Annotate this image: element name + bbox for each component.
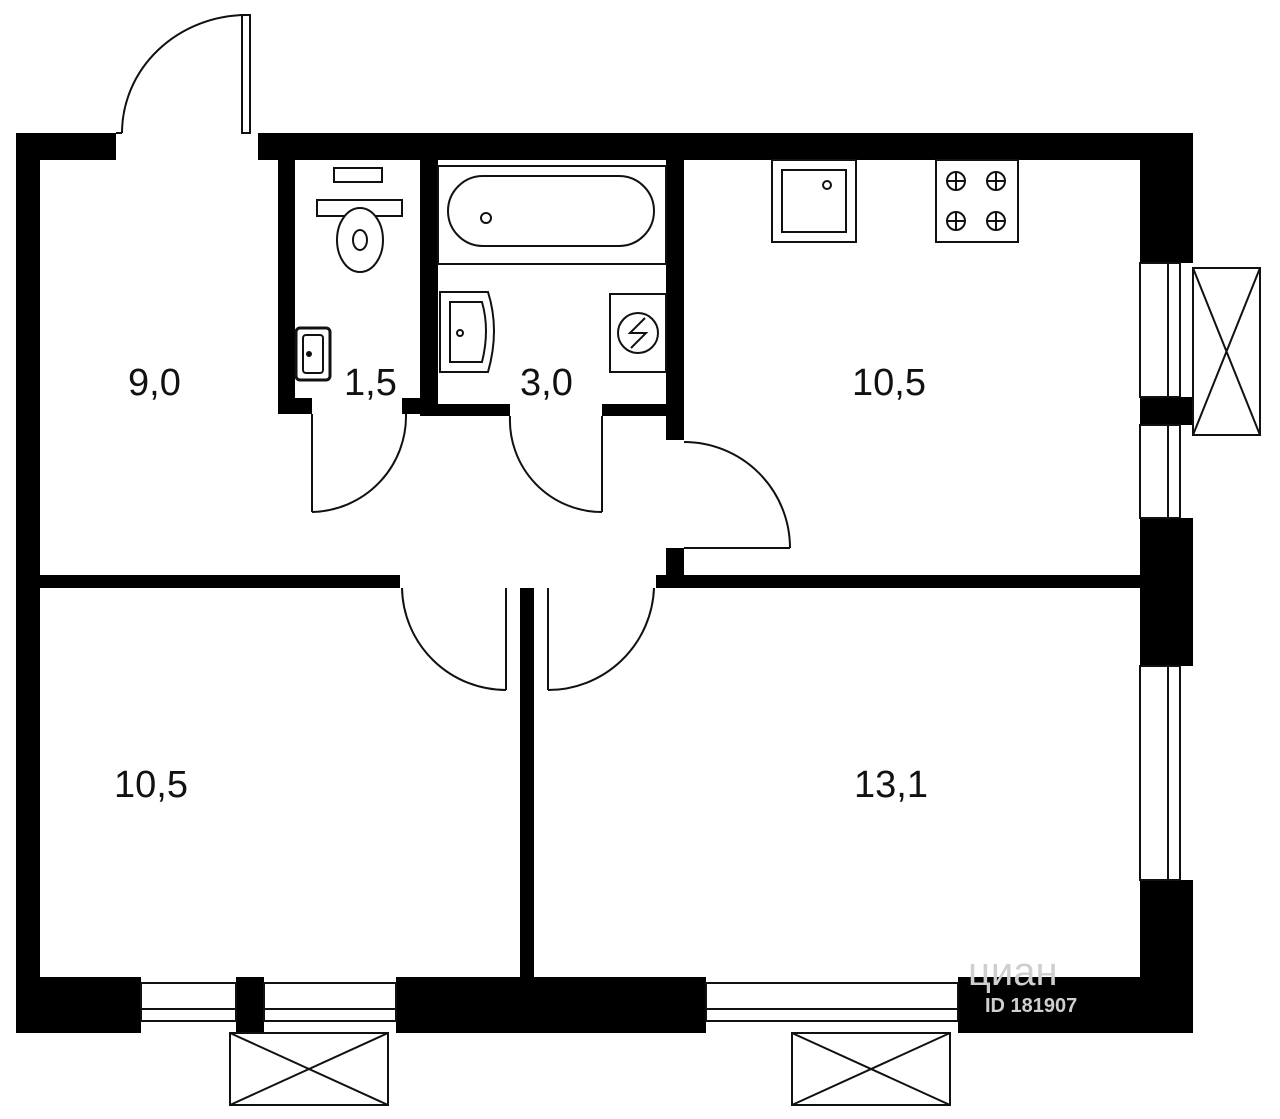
sink-icon (294, 326, 332, 382)
window-living-right (1139, 665, 1181, 881)
window-kitchen-1 (1139, 262, 1181, 398)
windows (140, 262, 1181, 1022)
washing-machine-icon (609, 293, 667, 373)
bath-sink-icon (439, 291, 495, 373)
watermark-id: ID 181907 (985, 995, 1077, 1017)
room-area-kitchen: 10,5 (852, 362, 926, 404)
window-bedroom-2 (263, 982, 397, 1022)
room-area-wc: 1,5 (344, 362, 397, 404)
room-area-living: 13,1 (854, 764, 928, 806)
watermark-brand: циан (968, 950, 1058, 994)
stove-icon (935, 159, 1019, 243)
room-labels: 9,0 1,5 3,0 10,5 10,5 13,1 (114, 362, 928, 806)
vent-boxes (229, 267, 1261, 1106)
doors (116, 14, 791, 691)
window-bedroom-1 (140, 982, 237, 1022)
room-area-bedroom: 10,5 (114, 764, 188, 806)
window-kitchen-2 (1139, 424, 1181, 519)
outer-walls (16, 133, 1193, 1033)
window-living-bottom (705, 982, 959, 1022)
kitchen-sink-icon (771, 159, 857, 243)
room-area-bath: 3,0 (520, 362, 573, 404)
interior-walls (40, 160, 1140, 977)
bathtub-icon (437, 165, 667, 265)
toilet-icon (316, 167, 403, 273)
watermark: циан ID 181907 (968, 950, 1077, 1017)
room-area-hall: 9,0 (128, 362, 181, 404)
